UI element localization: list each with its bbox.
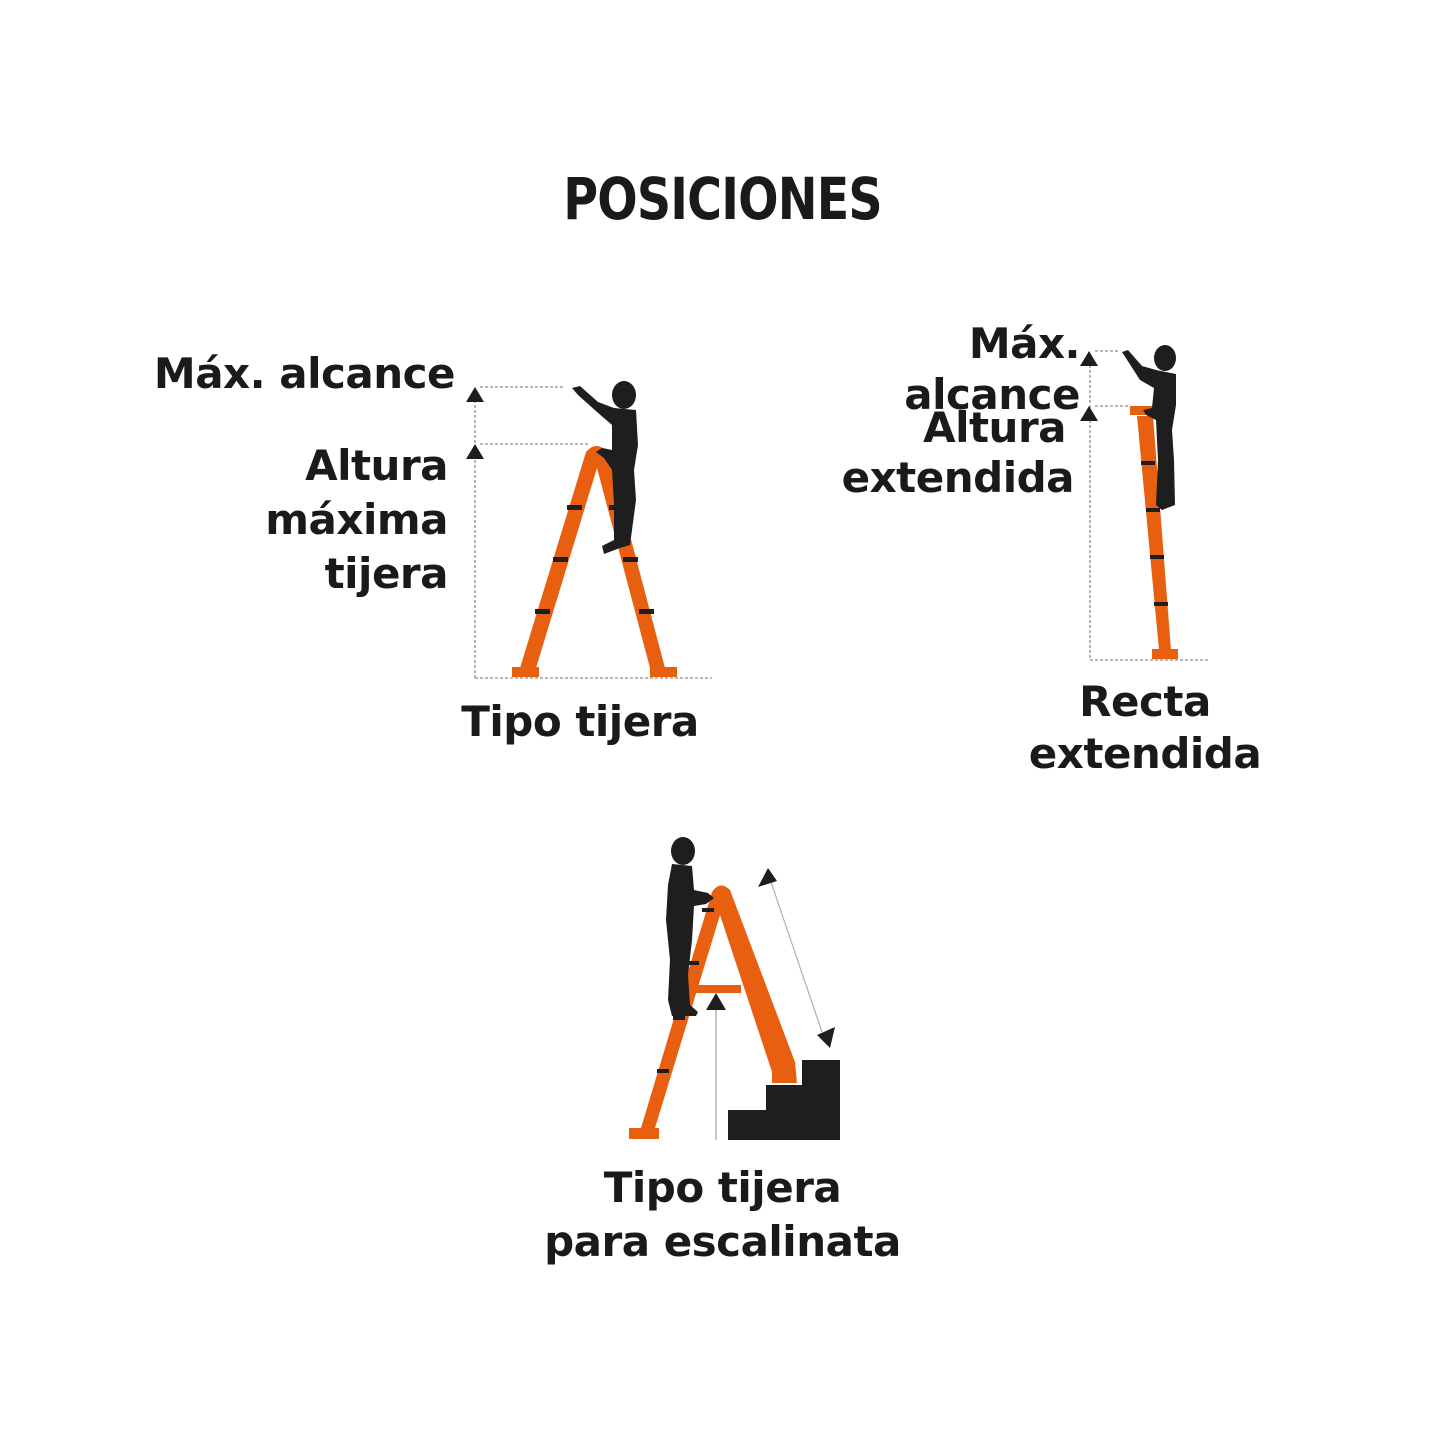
- stairs-icon: [728, 1060, 840, 1140]
- diagram-recta-extendida: [1080, 345, 1208, 661]
- label-height-recta-line1: Altura: [923, 403, 1066, 452]
- diagram-tipo-tijera-escalinata: [629, 837, 840, 1140]
- caption-escalinata-line2: para escalinata: [544, 1217, 901, 1266]
- label-height-recta-line2: extendida: [841, 453, 1075, 502]
- arrow-up-icon: [1080, 351, 1098, 366]
- caption-recta-line2: extendida: [1028, 729, 1262, 778]
- label-max-reach-tijera: Máx. alcance: [153, 349, 456, 398]
- caption-escalinata-line1: Tipo tijera: [603, 1163, 842, 1212]
- ladder-rungs: [1141, 461, 1168, 606]
- person-silhouette-icon: [1122, 345, 1176, 510]
- arrow-icon: [817, 1027, 835, 1048]
- diagram-tipo-tijera: [466, 381, 712, 679]
- person-silhouette-icon: [572, 381, 638, 554]
- page-title: POSICIONES: [563, 165, 882, 233]
- arrow-up-icon: [466, 387, 484, 402]
- arrow-up-icon: [1080, 406, 1098, 421]
- dimension-guides: [474, 386, 712, 679]
- caption-tipo-tijera: Tipo tijera: [461, 697, 699, 746]
- label-height-tijera-line2: máxima: [265, 495, 448, 544]
- caption-recta-line1: Recta: [1079, 677, 1211, 726]
- person-silhouette-icon: [666, 837, 714, 1016]
- ladder: [629, 885, 797, 1139]
- label-max-reach-recta: Máx. alcance: [904, 319, 1080, 420]
- arrow-up-icon: [466, 444, 484, 459]
- arrow-icon: [758, 868, 777, 887]
- ladder: [512, 446, 677, 677]
- label-height-tijera-line1: Altura: [305, 441, 448, 490]
- label-height-tijera-line3: tijera: [324, 549, 449, 598]
- ladder-rungs: [657, 908, 714, 1073]
- arrow-up-icon: [706, 993, 726, 1010]
